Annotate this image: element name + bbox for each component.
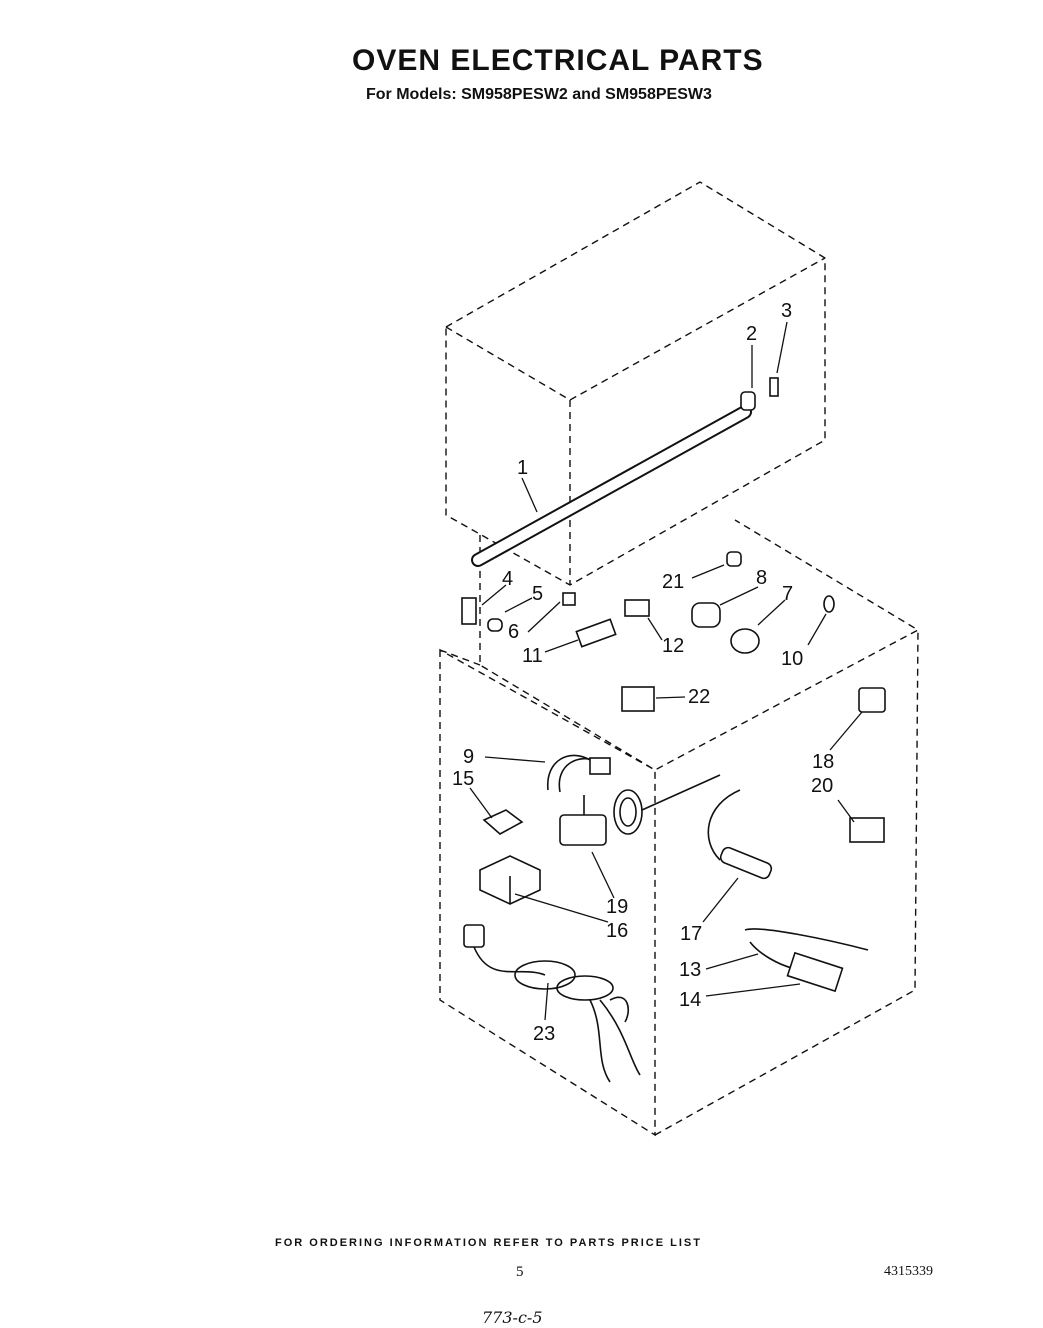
page-number: 5: [516, 1264, 524, 1280]
callout-13: 13: [679, 959, 701, 981]
part-7-light-bulb: [730, 628, 760, 654]
part-22-switch: [621, 686, 655, 712]
callout-3: 3: [781, 300, 792, 322]
ordering-note: FOR ORDERING INFORMATION REFER TO PARTS …: [275, 1237, 702, 1249]
part-21-clip: [726, 551, 742, 567]
part-2-socket: [740, 391, 756, 411]
callout-7: 7: [782, 583, 793, 605]
callout-15: 15: [452, 768, 474, 790]
upper-cabinet-outline: [445, 181, 826, 586]
part-5-insulator: [487, 618, 503, 632]
callout-23: 23: [533, 1023, 555, 1045]
part-8-light-socket: [691, 602, 721, 628]
lower-cabinet-outline: [439, 519, 920, 1137]
leader-lines: [469, 321, 863, 1021]
callout-19: 19: [606, 896, 628, 918]
callout-2: 2: [746, 323, 757, 345]
part-20-switch: [849, 817, 885, 843]
document-number: 4315339: [884, 1264, 933, 1279]
part-19-thermostat: [559, 774, 721, 846]
callout-10: 10: [781, 648, 803, 670]
part-12-receptacle: [624, 599, 650, 617]
callout-5: 5: [532, 583, 543, 605]
part-10-clip: [823, 595, 835, 613]
callout-22: 22: [688, 686, 710, 708]
part-16-relay: [479, 855, 541, 905]
callout-1: 1: [517, 457, 528, 479]
part-9-wire-harness: [547, 754, 611, 793]
page-title: OVEN ELECTRICAL PARTS: [352, 44, 764, 77]
part-23-power-cord: [463, 924, 641, 1083]
part-15-bracket: [482, 809, 524, 835]
callout-21: 21: [662, 571, 684, 593]
callout-9: 9: [463, 746, 474, 768]
callout-labels: 1 2 3 4 5 6 7 8 9 10 11 12 13 14 15 16 1…: [452, 300, 834, 1045]
part-17-sensor-probe: [707, 789, 773, 880]
part-1-heating-element: [471, 405, 752, 567]
callout-14: 14: [679, 989, 701, 1011]
callout-12: 12: [662, 635, 684, 657]
model-subtitle: For Models: SM958PESW2 and SM958PESW3: [366, 86, 712, 103]
callout-8: 8: [756, 567, 767, 589]
handwritten-note: 773-c-5: [482, 1308, 543, 1327]
callout-11: 11: [522, 645, 543, 667]
part-13-igniter-assembly: [744, 928, 869, 993]
callout-20: 20: [811, 775, 833, 797]
part-11-receptacle: [575, 618, 617, 648]
part-4-bracket: [461, 597, 477, 625]
part-18-switch: [858, 687, 886, 713]
callout-16: 16: [606, 920, 628, 942]
callout-6: 6: [508, 621, 519, 643]
callout-4: 4: [502, 568, 513, 590]
callout-18: 18: [812, 751, 834, 773]
callout-17: 17: [680, 923, 702, 945]
part-6-terminal: [562, 592, 576, 606]
part-3-clip: [769, 377, 779, 397]
